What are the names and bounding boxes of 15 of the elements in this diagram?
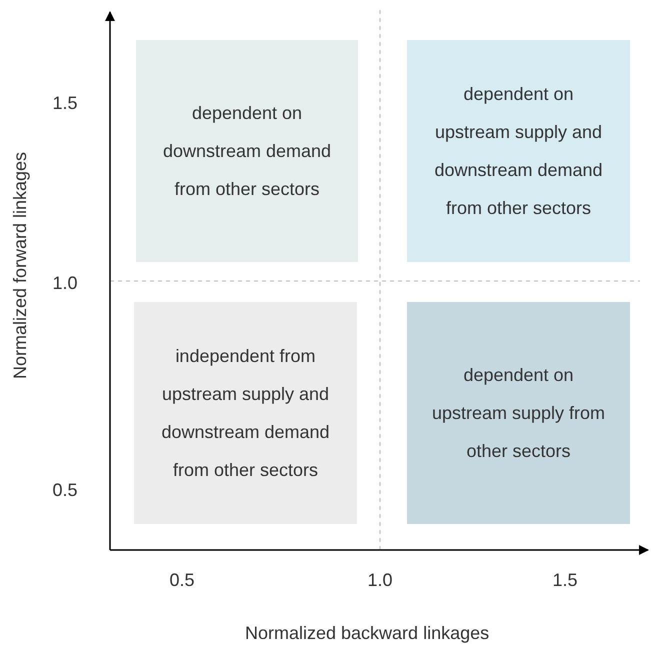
tick-label: 1.0 [368, 570, 393, 590]
quadrant-text: dependent on downstream demand from other sectors [162, 102, 332, 201]
quadrant-text: dependent on upstream supply from other sectors [430, 364, 606, 463]
quadrant-text: independent from upstream supply and downstream demand from other sectors [160, 345, 331, 482]
tick-label: 0.5 [52, 480, 78, 500]
axis-title: Normalized backward linkages [245, 622, 490, 644]
quadrant-text: dependent on upstream supply and downstream demand from other sectors [433, 83, 604, 220]
axis-title: Normalized forward linkages [10, 151, 31, 379]
tick-label: 1.5 [552, 570, 578, 590]
quadrant-box [407, 302, 630, 524]
tick-label: 1.5 [52, 92, 78, 114]
tick-label: 1.0 [52, 272, 78, 294]
tick-label: 0.5 [170, 570, 195, 590]
quadrant-box [136, 40, 358, 262]
quadrant-box [407, 40, 630, 262]
